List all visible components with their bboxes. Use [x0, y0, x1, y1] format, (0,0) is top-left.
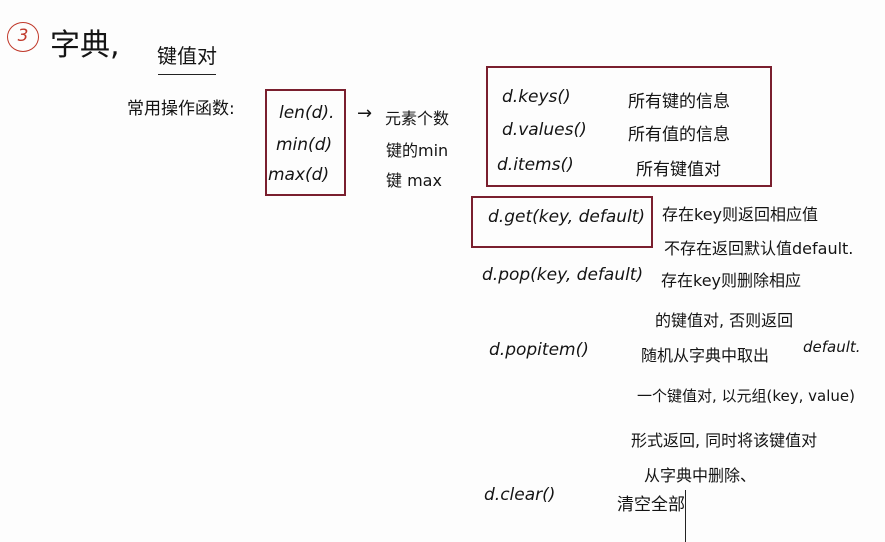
func-len: len(d). — [279, 103, 335, 123]
func-max: max(d) — [268, 165, 330, 185]
popitem-desc-line3: 形式返回, 同时将该键值对 — [631, 431, 818, 450]
method-items: d.items() — [497, 155, 574, 175]
get-box — [471, 196, 653, 248]
stray-stroke — [685, 490, 686, 542]
arrow-icon: → — [357, 103, 373, 124]
popitem-desc-line2: 一个键值对, 以元组(key, value) — [637, 387, 856, 405]
common-ops-label: 常用操作函数: — [127, 99, 235, 119]
pop-desc-line3: default. — [803, 338, 861, 356]
func-min: min(d) — [276, 135, 333, 155]
desc-max: 键 max — [386, 171, 442, 190]
popitem-desc-line1: 随机从字典中取出 — [641, 346, 770, 365]
subtitle-underline — [158, 74, 216, 75]
desc-keys: 所有键的信息 — [628, 92, 730, 112]
desc-values: 所有值的信息 — [628, 125, 730, 145]
method-popitem: d.popitem() — [489, 340, 589, 360]
pop-desc-line2: 的键值对, 否则返回 — [655, 311, 794, 330]
pop-desc-line1: 存在key则删除相应 — [661, 271, 802, 290]
common-ops-box — [265, 89, 346, 196]
desc-items: 所有键值对 — [636, 160, 721, 180]
desc-len: 元素个数 — [385, 109, 450, 128]
methods-box — [486, 66, 772, 187]
method-keys: d.keys() — [502, 87, 571, 107]
section-title: 字典, — [50, 28, 120, 63]
method-get: d.get(key, default) — [488, 207, 646, 227]
method-pop: d.pop(key, default) — [482, 265, 644, 285]
method-clear: d.clear() — [484, 485, 556, 505]
popitem-desc-line4: 从字典中删除、 — [644, 466, 757, 485]
clear-desc: 清空全部 — [617, 495, 685, 515]
subtitle: 键值对 — [157, 44, 217, 68]
get-desc-line1: 存在key则返回相应值 — [662, 205, 819, 224]
get-desc-line2: 不存在返回默认值default. — [664, 239, 854, 258]
method-values: d.values() — [502, 120, 587, 140]
desc-min: 键的min — [386, 141, 449, 160]
section-number-circle: 3 — [7, 22, 39, 52]
